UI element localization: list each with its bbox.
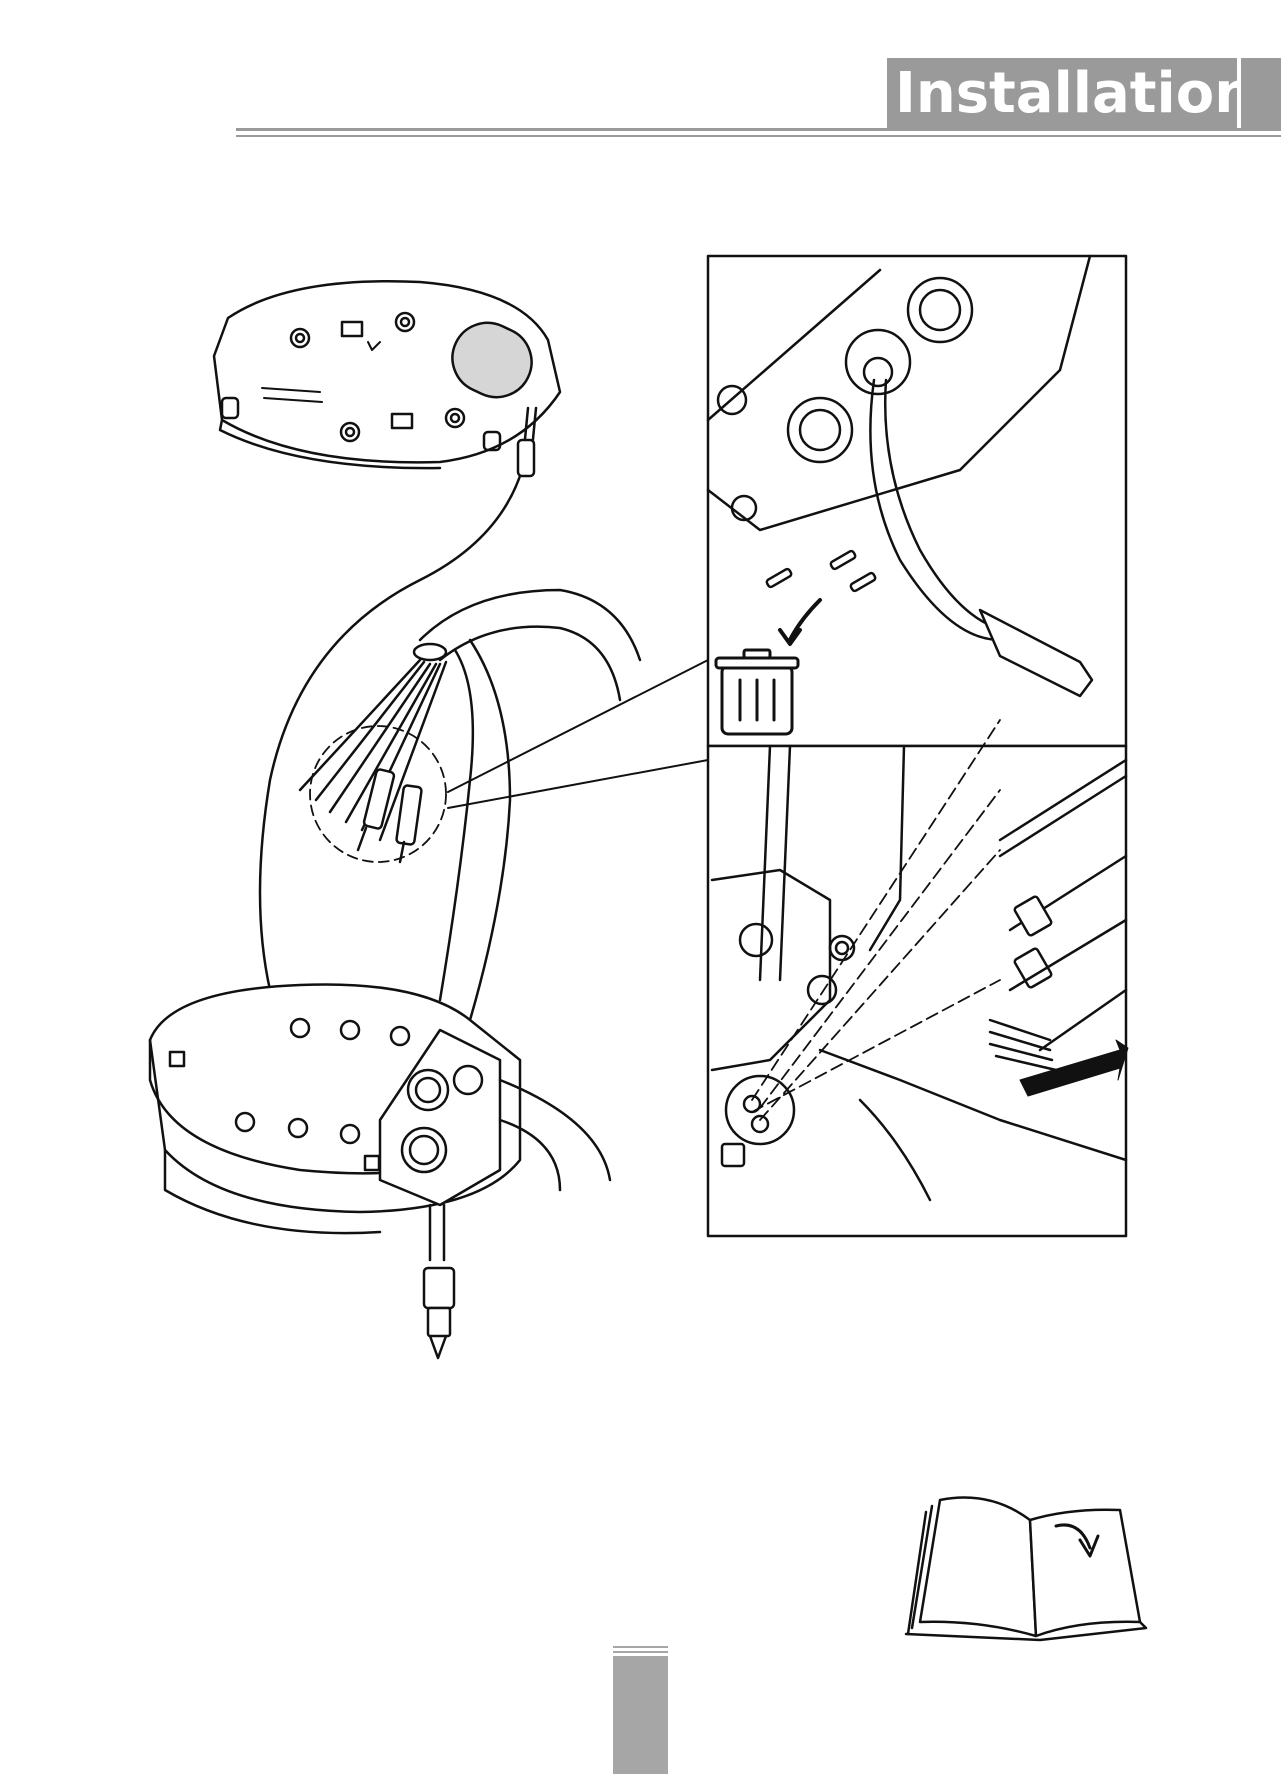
insert-wires-detail bbox=[708, 720, 1128, 1236]
trash-bin-icon bbox=[716, 650, 798, 734]
page-tab bbox=[613, 1656, 668, 1774]
mounting-plate-icon bbox=[214, 281, 560, 468]
footer-rule-secondary bbox=[613, 1651, 668, 1653]
footer-rule bbox=[613, 1646, 668, 1648]
open-book-icon bbox=[906, 1498, 1146, 1641]
junction-box-icon bbox=[150, 984, 610, 1358]
cable-bundle bbox=[300, 590, 640, 1020]
